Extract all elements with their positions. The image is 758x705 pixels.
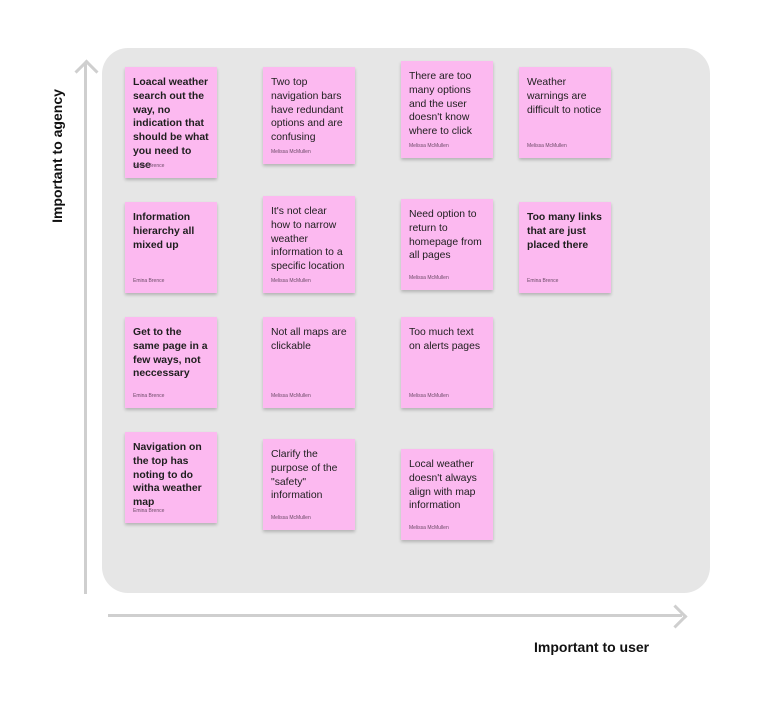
x-axis-label: Important to user [534, 639, 650, 655]
note-text: It's not clear how to narrow weather inf… [271, 206, 345, 273]
note-author: Emina Brence [133, 508, 165, 514]
sticky-note[interactable]: Loacal weather search out the way, no in… [125, 67, 217, 178]
sticky-note[interactable]: There are too many options and the user … [401, 61, 493, 158]
note-author: Melissa McMullen [409, 143, 449, 149]
sticky-note[interactable]: Clarify the purpose of the "safety" info… [263, 439, 355, 530]
note-author: Melissa McMullen [409, 275, 449, 281]
note-text: Too much text on alerts pages [409, 327, 481, 352]
note-text: Two top navigation bars have redundant o… [271, 77, 344, 144]
note-author: Melissa McMullen [271, 515, 311, 521]
note-author: Emina Brence [133, 393, 165, 399]
sticky-note[interactable]: Information hierarchy all mixed up Emina… [125, 202, 217, 293]
note-author: Melissa McMullen [271, 278, 311, 284]
note-author: Melissa McMullen [271, 149, 311, 155]
note-author: Melissa McMullen [527, 143, 567, 149]
y-axis-label: Important to agency [49, 89, 65, 223]
sticky-note[interactable]: Not all maps are clickable Melissa McMul… [263, 317, 355, 408]
note-author: Emina Brence [133, 163, 165, 169]
note-author: Emina Brence [527, 278, 559, 284]
sticky-note[interactable]: Get to the same page in a few ways, not … [125, 317, 217, 408]
note-author: Melissa McMullen [409, 525, 449, 531]
note-author: Melissa McMullen [409, 393, 449, 399]
sticky-note[interactable]: Local weather doesn't always align with … [401, 449, 493, 540]
note-text: Not all maps are clickable [271, 327, 347, 352]
sticky-note[interactable]: Weather warnings are difficult to notice… [519, 67, 611, 158]
sticky-note[interactable]: Two top navigation bars have redundant o… [263, 67, 355, 164]
sticky-note[interactable]: Need option to return to homepage from a… [401, 199, 493, 290]
arrow-up-icon [74, 59, 99, 84]
note-text: Weather warnings are difficult to notice [527, 77, 602, 116]
sticky-note[interactable]: Too many links that are just placed ther… [519, 202, 611, 293]
note-text: There are too many options and the user … [409, 71, 472, 138]
note-text: Clarify the purpose of the "safety" info… [271, 449, 338, 502]
note-author: Emina Brence [133, 278, 165, 284]
note-text: Get to the same page in a few ways, not … [133, 327, 208, 380]
note-author: Melissa McMullen [271, 393, 311, 399]
sticky-note[interactable]: Too much text on alerts pages Melissa Mc… [401, 317, 493, 408]
arrow-right-icon [663, 604, 688, 629]
x-axis-line [108, 614, 682, 617]
note-text: Information hierarchy all mixed up [133, 212, 195, 251]
note-text: Need option to return to homepage from a… [409, 209, 482, 262]
note-text: Local weather doesn't always align with … [409, 459, 477, 512]
sticky-note[interactable]: Navigation on the top has noting to do w… [125, 432, 217, 523]
note-text: Navigation on the top has noting to do w… [133, 442, 202, 509]
y-axis-line [84, 64, 87, 594]
note-text: Too many links that are just placed ther… [527, 212, 602, 251]
sticky-note[interactable]: It's not clear how to narrow weather inf… [263, 196, 355, 293]
note-text: Loacal weather search out the way, no in… [133, 77, 209, 171]
